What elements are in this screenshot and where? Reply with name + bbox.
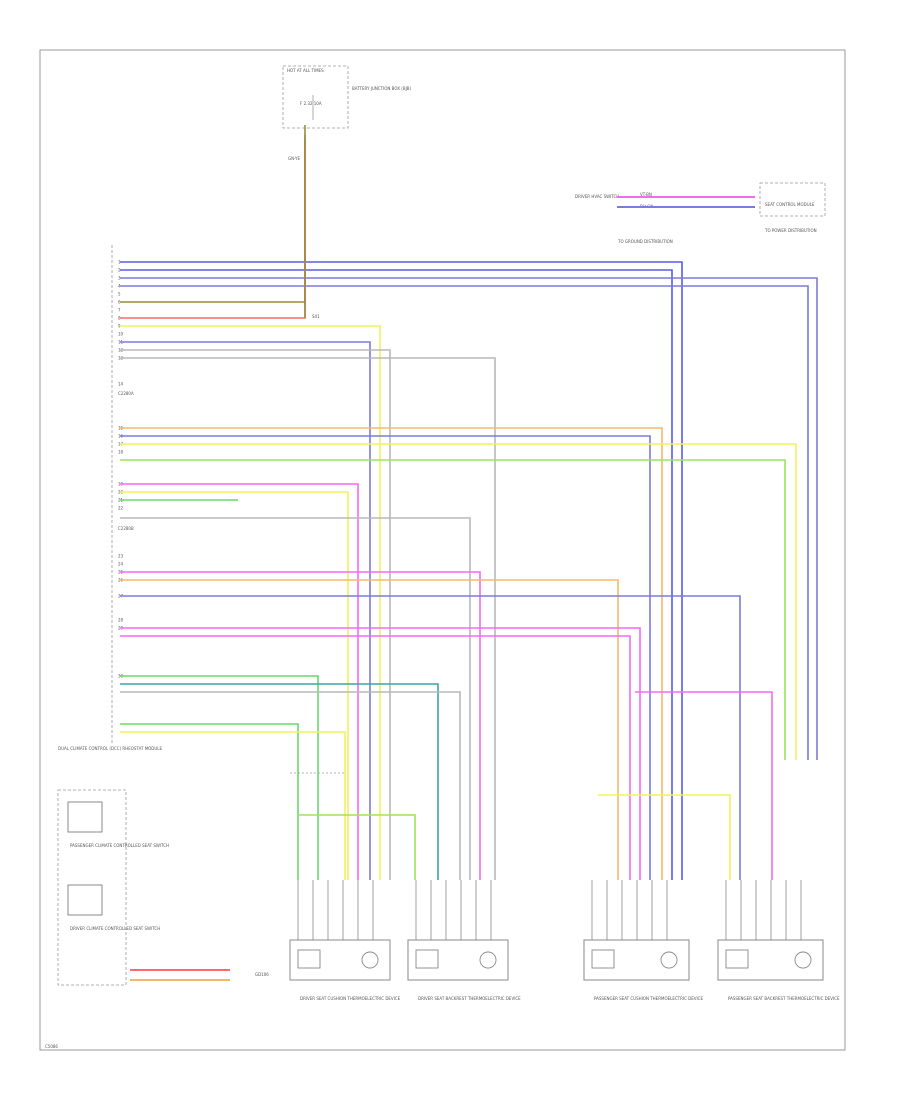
wire: [120, 269, 673, 880]
module-pin: 6: [118, 300, 121, 305]
footer-code: C5086: [45, 1044, 58, 1049]
wire: [120, 435, 651, 880]
component-label: PASSENGER SEAT BACKREST THERMOELECTRIC D…: [728, 996, 840, 1001]
wire: [120, 571, 481, 880]
module-connector: C2280A: [118, 391, 134, 396]
wire: [120, 140, 306, 319]
module-pin: 23: [118, 554, 124, 559]
wire: [120, 277, 818, 760]
component-label: DRIVER SEAT BACKREST THERMOELECTRIC DEVI…: [418, 996, 521, 1001]
top-right-device: DRIVER HVAC SWITCH: [575, 194, 619, 199]
fuse-block-title: HOT AT ALL TIMES: [287, 68, 324, 73]
wire: [120, 723, 299, 880]
module-pin: 2: [118, 268, 121, 273]
wire: [120, 285, 809, 760]
components: DRIVER SEAT CUSHION THERMOELECTRIC DEVIC…: [289, 880, 840, 1001]
wire: [120, 635, 631, 880]
wire: [120, 627, 641, 880]
top-right-label: TO POWER DISTRIBUTION: [764, 228, 817, 233]
wire: [120, 459, 786, 760]
wire: [120, 491, 349, 880]
connector-icon: [591, 949, 615, 969]
module-pin: 4: [118, 284, 121, 289]
wire: [120, 675, 319, 880]
component-3: PASSENGER SEAT CUSHION THERMOELECTRIC DE…: [583, 880, 703, 1001]
wire: [120, 261, 683, 880]
device-icon: [361, 951, 379, 969]
wires: [120, 125, 818, 880]
component-box: [583, 939, 690, 981]
ground-ref: GD106: [255, 972, 269, 977]
wire: [120, 341, 371, 880]
connector-icon: [415, 949, 439, 969]
inset-device-2: DRIVER CLIMATE CONTROLLED SEAT SWITCH: [70, 926, 160, 931]
device-icon: [794, 951, 812, 969]
component-4: PASSENGER SEAT BACKREST THERMOELECTRIC D…: [717, 880, 840, 1001]
wire: [120, 579, 619, 880]
wire: [120, 595, 741, 880]
device-icon: [660, 951, 678, 969]
module-pin: 24: [118, 562, 124, 567]
top-right-device-2: SEAT CONTROL MODULE: [765, 202, 815, 207]
component-2: DRIVER SEAT BACKREST THERMOELECTRIC DEVI…: [407, 880, 521, 1001]
fuse-block: HOT AT ALL TIMES F 2.32 10A BATTERY JUNC…: [282, 65, 411, 129]
module-pin: 1: [118, 260, 121, 265]
connector-icon: [725, 949, 749, 969]
inset-device-1: PASSENGER CLIMATE CONTROLLED SEAT SWITCH: [70, 843, 169, 848]
module-pin: 28: [118, 618, 124, 623]
wire: [120, 349, 391, 880]
module-pin: 18: [118, 450, 124, 455]
component-label: PASSENGER SEAT CUSHION THERMOELECTRIC DE…: [594, 996, 703, 1001]
wire: [120, 357, 496, 880]
wire: [120, 427, 663, 880]
module-pin: 3: [118, 276, 121, 281]
module-connector-2: C2280B: [118, 526, 134, 531]
module-pin: 8: [118, 316, 121, 321]
module-pins: 1234567891011121314151617181920212223242…: [118, 260, 124, 679]
wire: [120, 731, 346, 880]
top-right-wire-1: VT-BN: [640, 192, 652, 197]
module-description: DUAL CLIMATE CONTROL (DCC) RHEOSTAT MODU…: [58, 746, 163, 751]
diagram-frame: [39, 49, 846, 1051]
module-pin: 7: [118, 308, 121, 313]
wire: [598, 794, 731, 880]
splice-label: S41: [312, 314, 320, 319]
connector-icon: [297, 949, 321, 969]
module-pin: 5: [118, 292, 121, 297]
top-right-block: DRIVER HVAC SWITCH VT-BN BU-GN SEAT CONT…: [575, 182, 826, 244]
module-pin: 14: [118, 382, 124, 387]
wire: [120, 135, 306, 303]
module-pin: 22: [118, 506, 124, 511]
component-1: DRIVER SEAT CUSHION THERMOELECTRIC DEVIC…: [289, 880, 401, 1001]
device-icon: [479, 951, 497, 969]
wire: [120, 691, 461, 880]
wire: [120, 483, 359, 880]
ground-ref-label: TO GROUND DISTRIBUTION: [617, 239, 673, 244]
component-label: DRIVER SEAT CUSHION THERMOELECTRIC DEVIC…: [300, 996, 401, 1001]
wire: [635, 691, 773, 880]
wire: [120, 517, 471, 880]
fuse-wire-label: GN-YE: [288, 156, 301, 161]
component-box: [717, 939, 824, 981]
wire: [298, 814, 416, 880]
module-pin: 9: [118, 324, 121, 329]
wire: [120, 325, 381, 880]
component-box: [407, 939, 509, 981]
wire: [120, 443, 797, 760]
inset-devices: PASSENGER CLIMATE CONTROLLED SEAT SWITCH…: [57, 789, 269, 986]
module-pin: 10: [118, 332, 124, 337]
fuse-label: F 2.32 10A: [300, 101, 322, 106]
wire: [120, 683, 439, 880]
component-box: [289, 939, 391, 981]
fuse-block-description: BATTERY JUNCTION BOX (BJB): [352, 86, 411, 91]
